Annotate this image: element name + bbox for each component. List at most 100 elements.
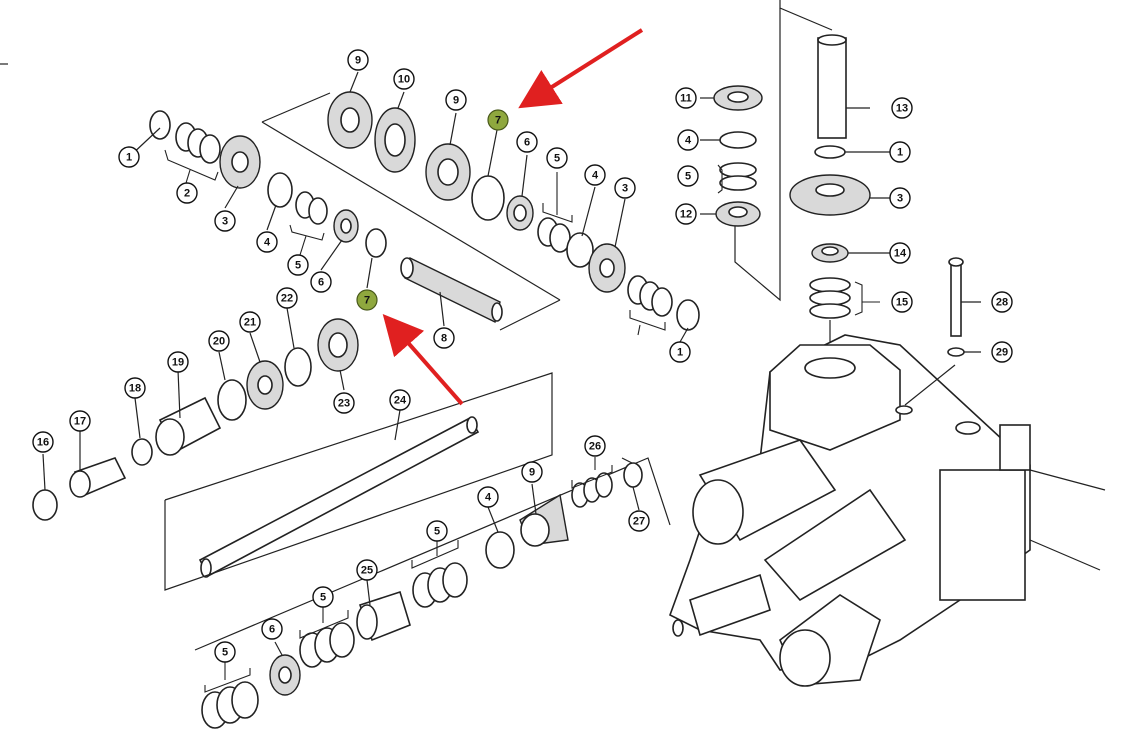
callout-c16: 16 bbox=[32, 431, 54, 453]
callout-number: 4 bbox=[264, 237, 271, 249]
washer-15c bbox=[809, 303, 851, 319]
shaft-8 bbox=[400, 256, 503, 324]
callout-number: 29 bbox=[996, 347, 1008, 359]
callout-circle bbox=[310, 271, 332, 293]
shaft-13 bbox=[817, 34, 847, 139]
callout-number: 6 bbox=[524, 137, 530, 149]
callout-c15: 15 bbox=[891, 291, 913, 313]
washer-5-low-c bbox=[442, 562, 468, 598]
callout-c5d: 5 bbox=[312, 586, 334, 608]
ring-7-upper bbox=[471, 175, 505, 221]
callout-c5a: 5 bbox=[287, 254, 309, 276]
callout-number: 23 bbox=[338, 398, 350, 410]
callout-c3b: 3 bbox=[614, 177, 636, 199]
callout-c25: 25 bbox=[356, 559, 378, 581]
callout-number: 28 bbox=[996, 297, 1008, 309]
washer-2c bbox=[199, 134, 221, 164]
snap-ring-1-upper bbox=[814, 145, 846, 159]
callout-c23: 23 bbox=[333, 392, 355, 414]
callout-number: 5 bbox=[320, 592, 326, 604]
callout-circle bbox=[287, 254, 309, 276]
callout-number: 19 bbox=[172, 357, 184, 369]
bearing-14 bbox=[811, 243, 849, 263]
callout-circle bbox=[516, 131, 538, 153]
callout-circle bbox=[389, 389, 411, 411]
callout-number: 3 bbox=[222, 216, 228, 228]
washer-15a bbox=[809, 277, 851, 293]
callout-number: 5 bbox=[434, 526, 440, 538]
washer-5-mid-c bbox=[329, 622, 355, 658]
transaxle-housing bbox=[669, 334, 1106, 687]
washer-29 bbox=[947, 347, 965, 357]
callout-circle bbox=[521, 461, 543, 483]
callout-number: 5 bbox=[554, 153, 560, 165]
callout-c1b: 1 bbox=[669, 341, 691, 363]
callout-circle bbox=[546, 147, 568, 169]
snap-ring-16 bbox=[32, 489, 58, 521]
snap-ring-4-lower bbox=[485, 531, 515, 569]
callout-c4d: 4 bbox=[677, 129, 699, 151]
callout-number: 22 bbox=[281, 293, 293, 305]
callout-circle bbox=[214, 641, 236, 663]
callout-circle bbox=[991, 341, 1013, 363]
gear-3-upper bbox=[588, 243, 626, 293]
callout-number: 9 bbox=[453, 95, 459, 107]
callout-circle bbox=[677, 129, 699, 151]
washer-r3 bbox=[651, 287, 673, 317]
callout-c9a: 9 bbox=[347, 49, 369, 71]
callout-c26: 26 bbox=[584, 435, 606, 457]
bearing-21 bbox=[246, 360, 284, 410]
callout-c1c: 1 bbox=[889, 141, 911, 163]
callout-circle bbox=[239, 311, 261, 333]
bevel-gear-3-right bbox=[789, 174, 871, 216]
callout-number: 21 bbox=[244, 317, 256, 329]
washer-15b bbox=[809, 290, 851, 306]
callout-circle bbox=[584, 164, 606, 186]
callout-c18: 18 bbox=[124, 377, 146, 399]
callout-circle bbox=[675, 87, 697, 109]
ring-27 bbox=[623, 462, 643, 488]
callout-circle bbox=[124, 377, 146, 399]
callout-number: 24 bbox=[394, 395, 407, 407]
callout-circle bbox=[889, 187, 911, 209]
callout-c6c: 6 bbox=[261, 618, 283, 640]
bearing-23 bbox=[317, 318, 359, 372]
callout-circle bbox=[889, 242, 911, 264]
washer-5-right-b bbox=[719, 175, 757, 191]
gear-9-upper bbox=[327, 91, 373, 149]
brackets bbox=[164, 149, 880, 693]
ring-20 bbox=[217, 379, 247, 421]
callout-circle bbox=[276, 287, 298, 309]
callout-circle bbox=[991, 291, 1013, 313]
bearing-6-left bbox=[333, 209, 359, 243]
callout-c24: 24 bbox=[389, 389, 411, 411]
callout-c4c: 4 bbox=[477, 486, 499, 508]
callout-circle bbox=[261, 618, 283, 640]
callout-c14: 14 bbox=[889, 242, 911, 264]
callout-circle bbox=[889, 141, 911, 163]
callout-c3c: 3 bbox=[889, 187, 911, 209]
callout-number: 5 bbox=[222, 647, 228, 659]
callout-c12: 12 bbox=[675, 203, 697, 225]
callout-circle bbox=[118, 146, 140, 168]
gear-10 bbox=[374, 107, 416, 173]
callout-circle bbox=[393, 68, 415, 90]
callout-number: 16 bbox=[37, 437, 49, 449]
callout-number: 26 bbox=[589, 441, 601, 453]
bolt-28 bbox=[948, 257, 964, 337]
callout-circle bbox=[426, 520, 448, 542]
callout-circle bbox=[614, 177, 636, 199]
callout-c3a: 3 bbox=[214, 210, 236, 232]
washer-26c bbox=[595, 472, 613, 498]
callout-circle bbox=[675, 203, 697, 225]
callout-c2: 2 bbox=[176, 182, 198, 204]
snap-ring-4-upper bbox=[566, 232, 594, 268]
bushing-19 bbox=[155, 396, 222, 456]
callout-circle bbox=[176, 182, 198, 204]
callout-c13: 13 bbox=[891, 97, 913, 119]
callout-circle bbox=[208, 330, 230, 352]
highlight-arrows bbox=[382, 28, 644, 406]
callout-number: 15 bbox=[896, 297, 908, 309]
sleeve-25 bbox=[356, 590, 411, 642]
